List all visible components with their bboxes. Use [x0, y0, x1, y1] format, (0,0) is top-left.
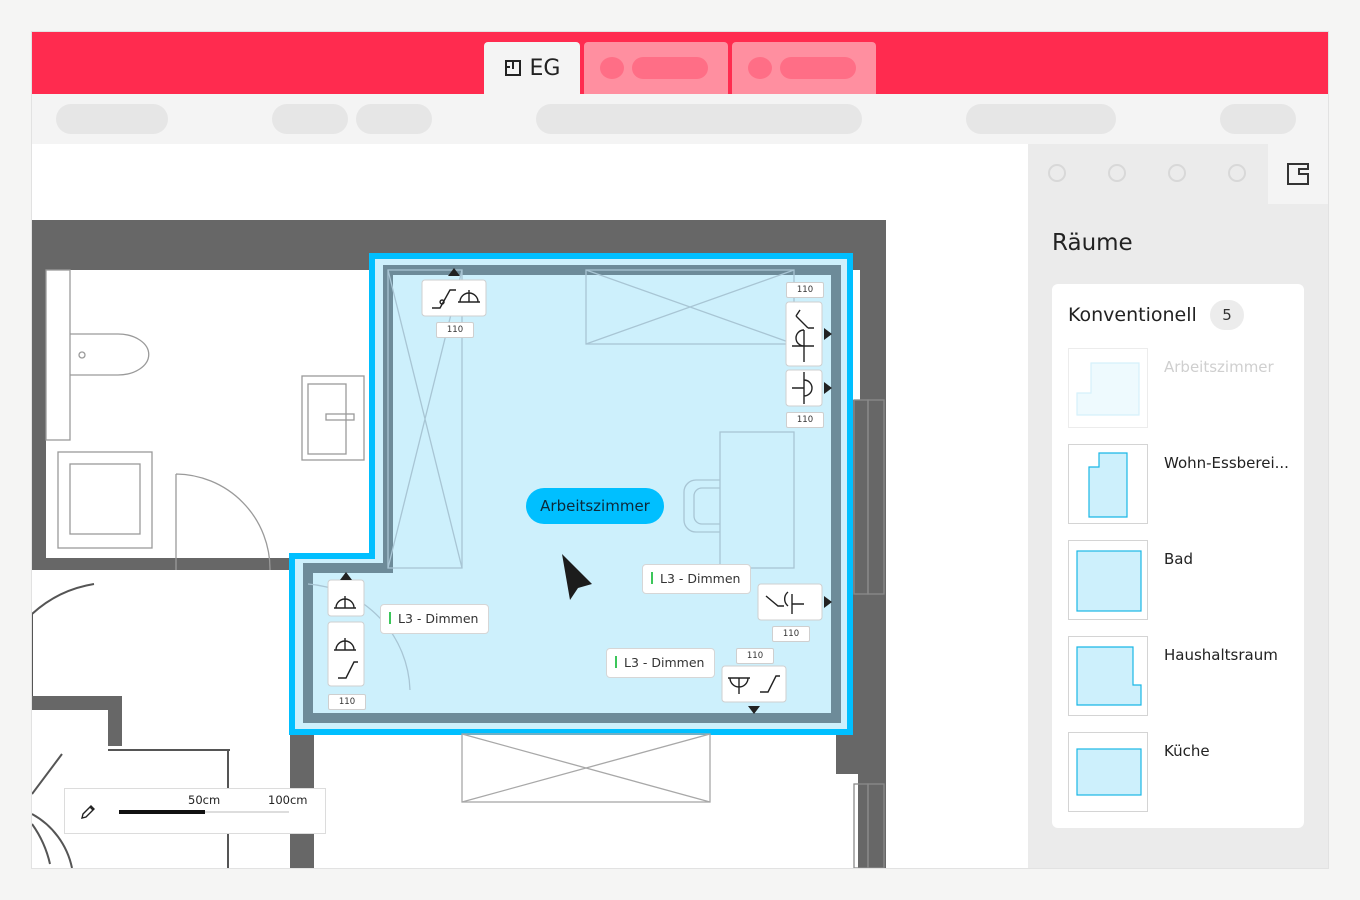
- room-name[interactable]: Küche: [1164, 742, 1210, 760]
- scale-segment-filled: [119, 810, 205, 814]
- room-shape: [1076, 550, 1142, 612]
- circuit-indicator: [389, 612, 391, 624]
- room-name[interactable]: Bad: [1164, 550, 1194, 568]
- toolbar-placeholder[interactable]: [1220, 104, 1296, 134]
- bathroom-fixtures: [45, 269, 365, 571]
- device-glyphs: [334, 289, 814, 694]
- toolbar-placeholder[interactable]: [966, 104, 1116, 134]
- floor-tab-bar: EG: [32, 32, 1328, 94]
- room-shape: [1076, 748, 1142, 796]
- room-name[interactable]: Wohn-Essberei...: [1164, 454, 1289, 472]
- floorplan-icon: [504, 60, 521, 76]
- toolbar: [32, 94, 1328, 145]
- panel-tab-placeholder[interactable]: [1048, 164, 1066, 182]
- height-tag: 110: [736, 648, 774, 664]
- height-tag: 110: [786, 282, 824, 298]
- room-shape: [1088, 452, 1128, 518]
- room-count-badge: 5: [1210, 300, 1244, 330]
- height-tag: 110: [436, 322, 474, 338]
- tab-eg[interactable]: EG: [484, 42, 580, 94]
- scale-segment-empty: [205, 811, 289, 813]
- room-name[interactable]: Haushaltsraum: [1164, 646, 1278, 664]
- exterior-furniture: [461, 733, 711, 803]
- toolbar-placeholder[interactable]: [272, 104, 348, 134]
- room-shape: [1076, 646, 1142, 706]
- panel-title: Räume: [1052, 230, 1133, 256]
- rooms-panel: Räume Konventionell 5 Arbeitszimmer Wohn…: [1028, 144, 1328, 868]
- tab-label-placeholder: [632, 57, 708, 79]
- device-symbols[interactable]: [327, 279, 823, 703]
- tab-icon-placeholder: [600, 57, 624, 79]
- floorplan-canvas[interactable]: Arbeitszimmer L3 - Dimmen L3 - Dimmen L3…: [32, 144, 1028, 868]
- scale-mark-100: 100cm: [268, 793, 308, 807]
- scale-mark-50: 50cm: [188, 793, 221, 807]
- circuit-indicator: [615, 656, 617, 668]
- circuit-label[interactable]: L3 - Dimmen: [606, 648, 716, 678]
- circuit-label-text: L3 - Dimmen: [398, 611, 479, 626]
- room-thumbnail-haushaltsraum[interactable]: [1068, 636, 1148, 716]
- toolbar-placeholder[interactable]: [56, 104, 168, 134]
- scale-bar: 50cm 100cm: [64, 788, 326, 834]
- direction-arrows: [340, 268, 832, 714]
- room-label-arbeitszimmer[interactable]: Arbeitszimmer: [526, 488, 664, 524]
- toolbar-placeholder[interactable]: [356, 104, 432, 134]
- room-thumbnail-arbeitszimmer[interactable]: [1068, 348, 1148, 428]
- tab-eg-label: EG: [529, 55, 561, 81]
- panel-tab-placeholder[interactable]: [1168, 164, 1186, 182]
- room-thumbnail-bad[interactable]: [1068, 540, 1148, 620]
- room-furniture: [307, 269, 795, 691]
- pointer-cursor-icon: [562, 554, 592, 600]
- room-thumbnail-kueche[interactable]: [1068, 732, 1148, 812]
- room-shape-icon: [1287, 163, 1309, 185]
- pencil-icon[interactable]: [79, 803, 97, 821]
- room-name[interactable]: Arbeitszimmer: [1164, 358, 1274, 376]
- room-thumbnail-wohn-essbereich[interactable]: [1068, 444, 1148, 524]
- circuit-label-text: L3 - Dimmen: [624, 655, 705, 670]
- panel-tab-placeholder[interactable]: [1108, 164, 1126, 182]
- app-window: EG: [31, 31, 1329, 869]
- height-tag: 110: [786, 412, 824, 428]
- tab-rooms[interactable]: [1268, 144, 1328, 204]
- tab-label-placeholder: [780, 57, 856, 79]
- panel-tab-bar: [1028, 144, 1328, 204]
- section-title: Konventionell: [1068, 304, 1197, 326]
- height-tag: 110: [328, 694, 366, 710]
- rooms-card: Konventionell 5 Arbeitszimmer Wohn-Essbe…: [1052, 284, 1304, 828]
- circuit-label[interactable]: L3 - Dimmen: [642, 564, 752, 594]
- circuit-indicator: [651, 572, 653, 584]
- room-shape: [1076, 362, 1140, 416]
- windows: [853, 399, 885, 868]
- circuit-label[interactable]: L3 - Dimmen: [380, 604, 490, 634]
- tab-icon-placeholder: [748, 57, 772, 79]
- tab-placeholder-2[interactable]: [732, 42, 876, 94]
- height-tag: 110: [772, 626, 810, 642]
- toolbar-placeholder[interactable]: [536, 104, 862, 134]
- walls: [32, 220, 886, 868]
- tab-placeholder-1[interactable]: [584, 42, 728, 94]
- panel-tab-placeholder[interactable]: [1228, 164, 1246, 182]
- circuit-label-text: L3 - Dimmen: [660, 571, 741, 586]
